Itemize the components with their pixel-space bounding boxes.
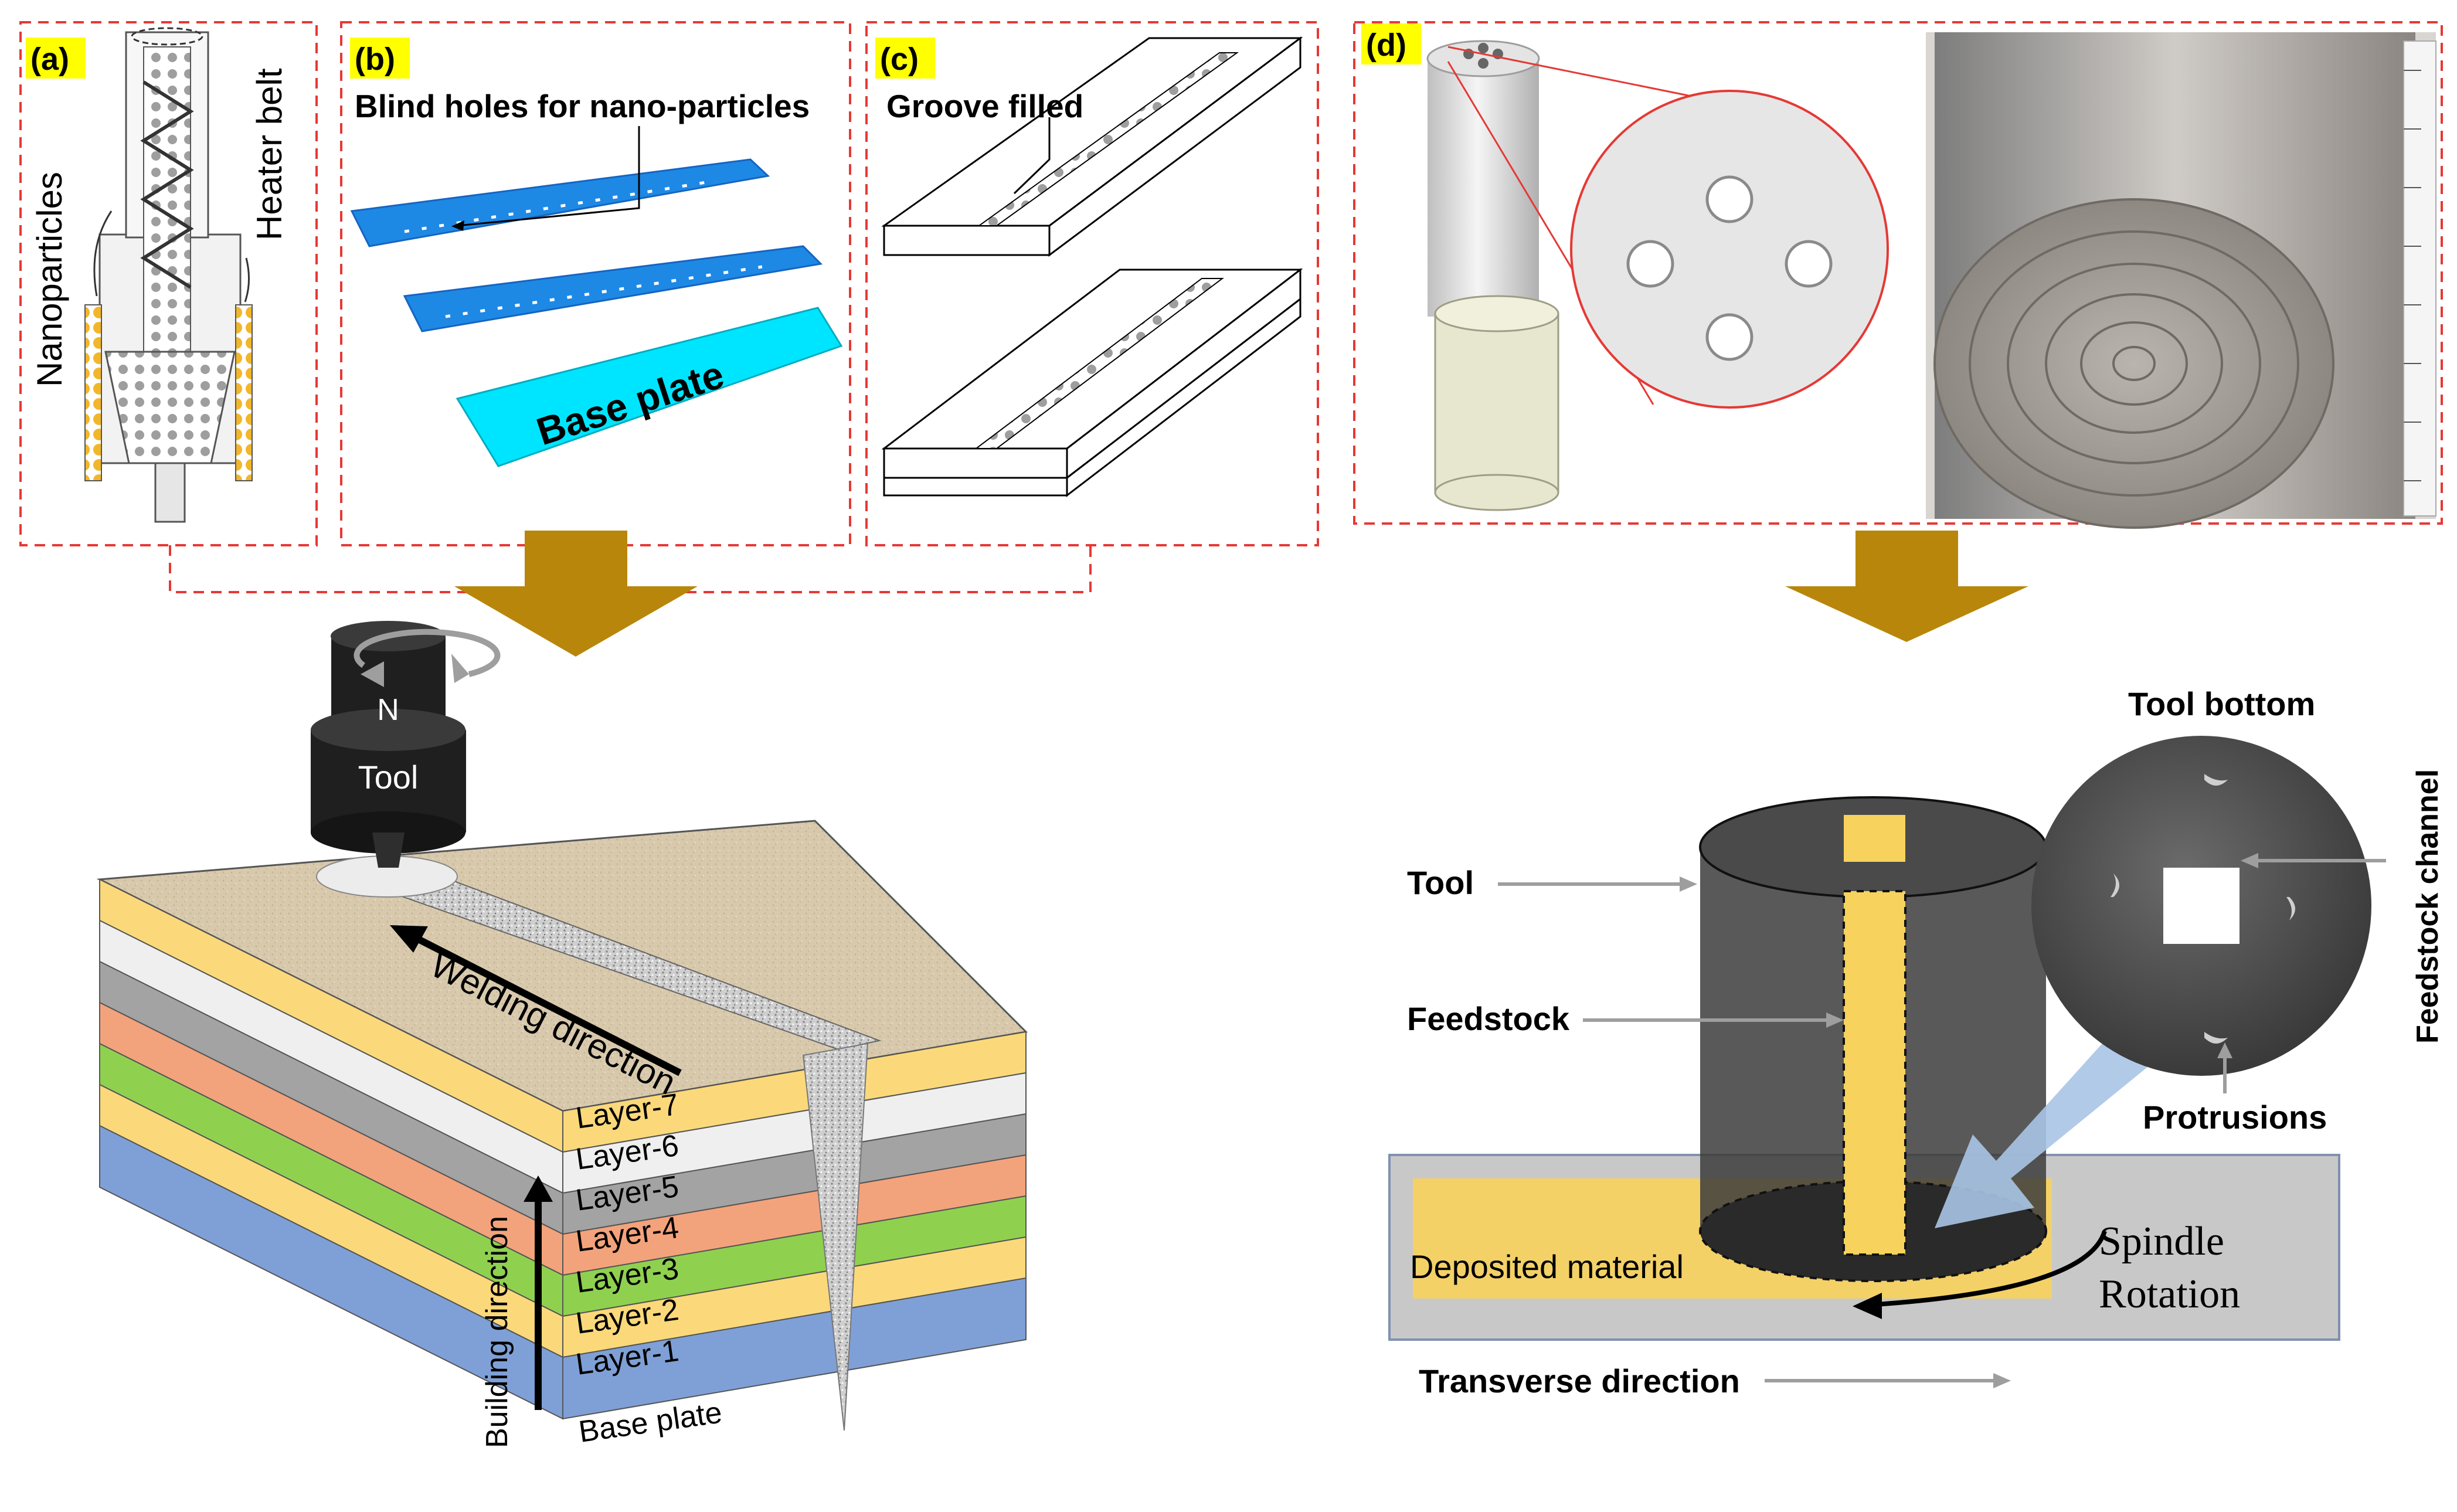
blind-hole-pointer [457, 126, 640, 227]
panel-c-tag-bg [875, 38, 935, 79]
panel-c-tag: (c) [880, 42, 919, 77]
feedstock-rod [1843, 890, 1907, 1256]
feedstock-channel-square [2163, 868, 2239, 944]
nanoparticle-feeder-diagram [84, 27, 253, 523]
feedstock-label: Feedstock [1407, 1000, 1570, 1037]
tool-bottom-pointer [1935, 1008, 2169, 1228]
rotation-arrow [354, 628, 501, 677]
rotation-label: Rotation [2099, 1272, 2240, 1317]
base-plate-shape [456, 307, 843, 467]
nanoparticles-label: Nanoparticles [30, 172, 69, 387]
panel-a-tag: (a) [30, 42, 69, 77]
feedstock-channel-label: Feedstock channel [2411, 769, 2445, 1044]
flow-arrow-right [1785, 531, 2028, 642]
upper-plate [350, 158, 770, 247]
fabricated-rod-photo [1926, 32, 2436, 529]
panel-d: (d) [1353, 21, 2443, 529]
middle-plate [403, 245, 823, 332]
panel-a-tag-bg [26, 38, 86, 79]
tool-end-face-zoom [1570, 90, 1889, 409]
deposition-diagram: Tool bottom Feedstock channel Tool Feeds… [1388, 685, 2445, 1399]
tool-label-right: Tool [1407, 864, 1474, 901]
flow-arrow-left [454, 531, 698, 657]
panel-b-tag: (b) [355, 42, 395, 77]
tool-bottom-label: Tool bottom [2128, 685, 2315, 722]
ruler [2403, 40, 2436, 517]
weld-nugget [802, 1042, 869, 1431]
building-direction-label: Building direction [480, 1216, 514, 1448]
tool-render-holder [1434, 312, 1559, 494]
panel-d-tag-bg [1361, 23, 1421, 64]
spindle-rotation-arrow [1875, 1230, 2107, 1307]
panels-abc-connector [169, 545, 1092, 593]
layer-stack-diagram: N Tool Welding direction Building direct… [96, 621, 1028, 1449]
panel-d-tag: (d) [1366, 28, 1406, 63]
panel-b: (b) Blind holes for nano-particles Base … [340, 21, 851, 546]
transverse-direction-label: Transverse direction [1419, 1363, 1740, 1399]
panel-c: (c) Groove filled [865, 21, 1319, 546]
deposited-material-label: Deposited material [1410, 1248, 1684, 1285]
spindle-label: Spindle [2099, 1219, 2224, 1264]
panel-a: (a) Nanoparticles Heater belt [19, 21, 318, 546]
blind-holes-title: Blind holes for nano-particles [355, 88, 810, 124]
magnet-pole-label: N [377, 693, 399, 727]
groove-filled-title: Groove filled [886, 88, 1083, 124]
zoom-line-top [1447, 46, 1695, 98]
tool-label-left: Tool [358, 759, 419, 796]
heater-belt-label: Heater belt [250, 68, 289, 240]
tool-render-shaft [1428, 59, 1539, 317]
feedstock-top [1844, 815, 1905, 862]
panel-b-tag-bg [350, 38, 410, 79]
protrusions-label: Protrusions [2143, 1099, 2327, 1136]
welding-direction-arrow [409, 932, 682, 1076]
